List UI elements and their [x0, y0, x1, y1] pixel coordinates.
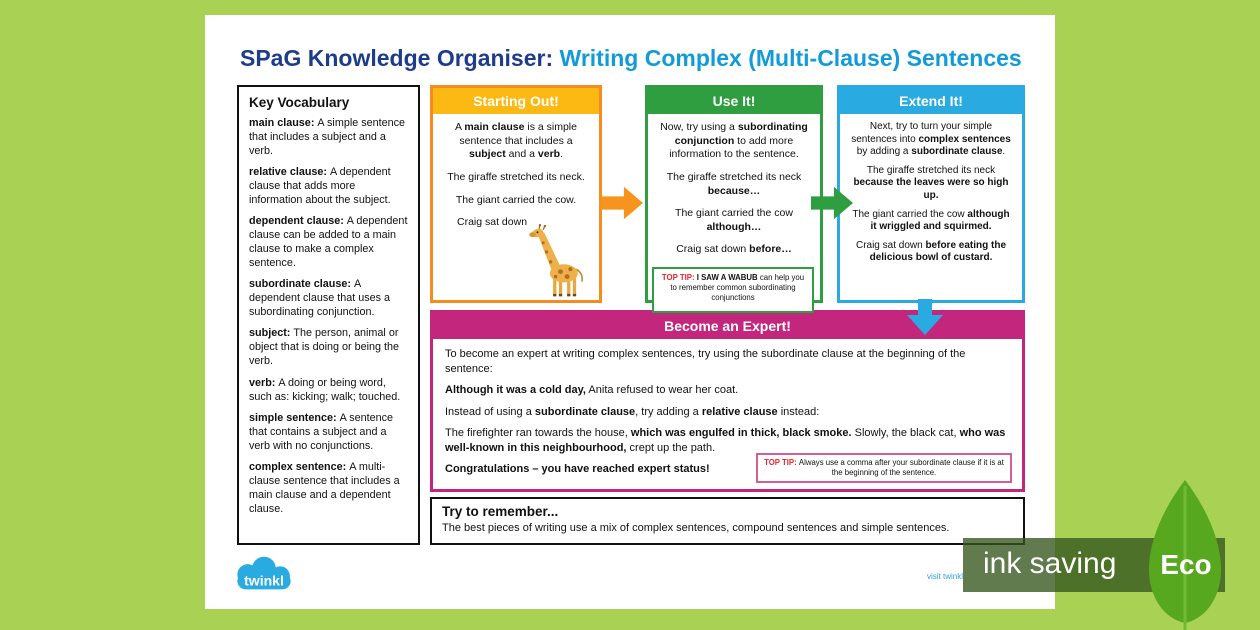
vocab-term: relative clause:	[249, 166, 328, 179]
eco-leaf-icon	[1148, 480, 1222, 630]
arrow-down-blue-icon	[907, 299, 943, 335]
paragraph: Instead of using a subordinate clause, t…	[445, 405, 820, 418]
try-to-remember-box: Try to remember... The best pieces of wr…	[430, 497, 1025, 545]
vocab-term: main clause:	[249, 117, 315, 129]
paragraph: The giant carried the cow.	[455, 193, 577, 206]
paragraph: The giant carried the cow although it wr…	[852, 208, 1010, 233]
paragraph: Craig sat down before…	[676, 243, 792, 256]
page-title: SPaG Knowledge Organiser: Writing Comple…	[240, 45, 1022, 72]
starting-out-box: Starting Out! A main clause is a simple …	[430, 85, 602, 303]
page-title-prefix: SPaG Knowledge Organiser:	[240, 45, 560, 71]
use-it-box: Use It! Now, try using a subordinating c…	[645, 85, 823, 303]
starting-out-header: Starting Out!	[433, 88, 599, 114]
vocab-definition: A doing or being word, such as: kicking;…	[249, 376, 401, 403]
vocab-term: subordinate clause:	[249, 278, 351, 291]
arrow-right-orange-icon	[601, 186, 643, 220]
vocab-entry: simple sentence:A sentence that contains…	[249, 411, 408, 453]
vocab-term: dependent clause:	[249, 215, 344, 228]
vocab-definition: The person, animal or object that is doi…	[249, 327, 400, 368]
top-tip-comma: TOP TIP: Always use a comma after your s…	[756, 452, 1012, 483]
try-to-remember-text: The best pieces of writing use a mix of …	[442, 522, 950, 534]
use-it-header: Use It!	[648, 88, 820, 114]
eco-label: Eco	[1160, 549, 1212, 580]
paragraph: The giraffe stretched its neck because…	[666, 170, 802, 197]
paragraph: A main clause is a simple sentence that …	[455, 121, 577, 161]
top-tip-wabub: TOP TIP: I SAW A WABUB can help you to r…	[652, 267, 814, 313]
vocab-term: simple sentence:	[249, 411, 337, 424]
twinkl-logo-text: twinkl	[244, 573, 284, 589]
vocab-entry: relative clause:A dependent clause that …	[249, 165, 408, 207]
vocab-definition: A dependent clause that uses a subordina…	[249, 278, 391, 319]
vocab-definition: A dependent clause can be added to a mai…	[249, 215, 408, 270]
vocab-entry: subject:The person, animal or object tha…	[249, 326, 408, 368]
become-an-expert-box: Become an Expert! To become an expert at…	[430, 310, 1025, 492]
vocab-definition: A dependent clause that adds more inform…	[249, 166, 391, 207]
visit-twinkl-link[interactable]: visit twinkl	[927, 572, 964, 581]
extend-it-body: Next, try to turn your simple sentences …	[840, 114, 1022, 278]
vocab-term: verb:	[249, 376, 276, 389]
paragraph: Next, try to turn your simple sentences …	[851, 121, 1011, 158]
paragraph: Craig sat down before eating the delicio…	[855, 239, 1007, 264]
congratulations-text: Congratulations – you have reached exper…	[445, 463, 710, 476]
vocab-term: complex sentence:	[249, 460, 347, 473]
twinkl-logo[interactable]: twinkl	[227, 555, 301, 597]
paragraph: The firefighter ran towards the house, w…	[445, 427, 1006, 454]
vocab-entry: verb:A doing or being word, such as: kic…	[249, 376, 408, 404]
vocab-entry: main clause:A simple sentence that inclu…	[249, 116, 408, 158]
page-title-main: Writing Complex (Multi-Clause) Sentences	[559, 45, 1022, 71]
extend-it-box: Extend It! Next, try to turn your simple…	[837, 85, 1025, 303]
vocab-definition: A sentence that contains a subject and a…	[249, 411, 394, 452]
extend-it-header: Extend It!	[840, 88, 1022, 114]
key-vocabulary-heading: Key Vocabulary	[249, 95, 350, 110]
key-vocabulary-panel: Key Vocabulary main clause:A simple sent…	[237, 85, 420, 545]
vocab-definition: A multi-clause sentence that includes a …	[249, 460, 400, 515]
arrow-right-green-icon	[811, 186, 853, 220]
vocab-entry: complex sentence:A multi-clause sentence…	[249, 460, 408, 516]
giraffe-icon	[529, 224, 583, 297]
paragraph: Craig sat down	[457, 216, 528, 229]
starting-out-body: A main clause is a simple sentence that …	[433, 114, 599, 246]
paragraph: Although it was a cold day, Anita refuse…	[445, 384, 739, 397]
paragraph: To become an expert at writing complex s…	[445, 348, 966, 375]
become-an-expert-body: To become an expert at writing complex s…	[433, 339, 1022, 492]
try-to-remember-heading: Try to remember...	[442, 504, 559, 519]
use-it-body: Now, try using a subordinating conjuncti…	[648, 114, 820, 273]
worksheet-page: SPaG Knowledge Organiser: Writing Comple…	[205, 15, 1055, 609]
vocab-term: subject:	[249, 327, 291, 340]
paragraph: Now, try using a subordinating conjuncti…	[660, 121, 808, 161]
vocab-entry: subordinate clause:A dependent clause th…	[249, 277, 408, 319]
paragraph: The giraffe stretched its neck because t…	[853, 164, 1009, 201]
ink-saving-label: ink saving	[983, 547, 1117, 580]
vocab-entry: dependent clause:A dependent clause can …	[249, 214, 408, 270]
vocab-definition: A simple sentence that includes a subjec…	[249, 117, 406, 158]
paragraph: The giraffe stretched its neck.	[447, 170, 585, 183]
paragraph: The giant carried the cow although…	[675, 207, 793, 233]
